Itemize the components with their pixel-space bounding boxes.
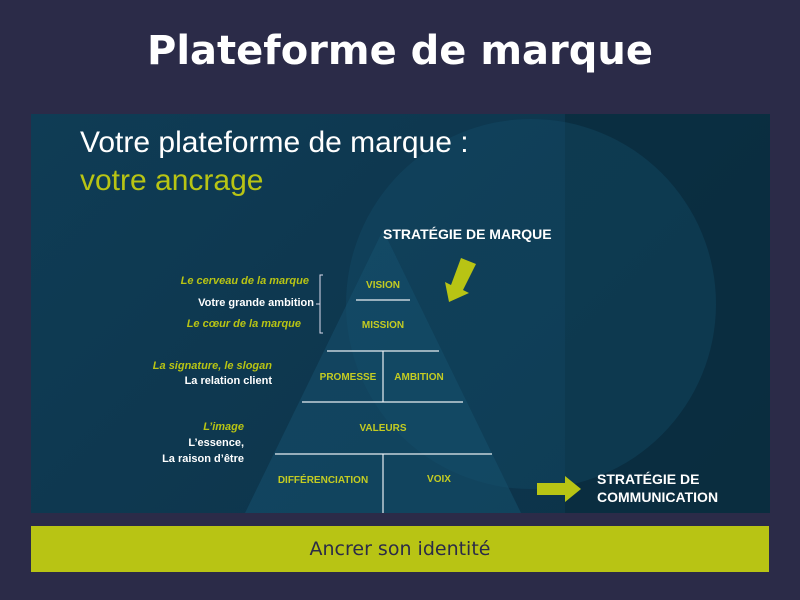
note-cerveau: Le cerveau de la marque <box>180 275 309 287</box>
strategy-comm-line2: COMMUNICATION <box>597 489 719 505</box>
strategy-comm-line1: STRATÉGIE DE <box>597 471 700 487</box>
pyramid-vision: VISION <box>366 280 400 291</box>
pyramid-mission: MISSION <box>361 320 405 331</box>
footer-banner: Ancrer son identité <box>31 526 769 572</box>
pyramid-differenciation: DIFFÉRENCIATION <box>277 475 369 486</box>
pyramid-valeurs: VALEURS <box>359 423 407 434</box>
page-title: Plateforme de marque <box>147 28 653 74</box>
note-essence: L’essence, <box>188 437 244 449</box>
arrow-down-icon <box>445 258 476 302</box>
note-image: L’image <box>203 421 244 433</box>
slide-image: Votre plateforme de marque : votre ancra… <box>31 114 770 513</box>
strategy-communication-label: STRATÉGIE DE COMMUNICATION <box>597 470 718 506</box>
note-raison: La raison d’être <box>162 453 244 465</box>
note-signature: La signature, le slogan <box>152 360 272 372</box>
strategy-brand-label: STRATÉGIE DE MARQUE <box>383 226 552 242</box>
bracket <box>316 274 323 334</box>
pyramid-dividers <box>275 299 492 513</box>
note-relation: La relation client <box>184 375 272 387</box>
note-coeur: Le cœur de la marque <box>186 318 301 330</box>
pyramid-promesse: PROMESSE <box>319 372 377 383</box>
pyramid-voix: VOIX <box>427 474 451 485</box>
pyramid-ambition: AMBITION <box>394 372 444 383</box>
slide-heading: Votre plateforme de marque : <box>80 126 469 159</box>
note-grande-ambition: Votre grande ambition <box>198 297 314 309</box>
slide-subheading: votre ancrage <box>80 164 264 197</box>
arrow-right-icon <box>537 476 581 502</box>
footer-text: Ancrer son identité <box>309 538 491 560</box>
slide-graphics <box>245 114 770 513</box>
